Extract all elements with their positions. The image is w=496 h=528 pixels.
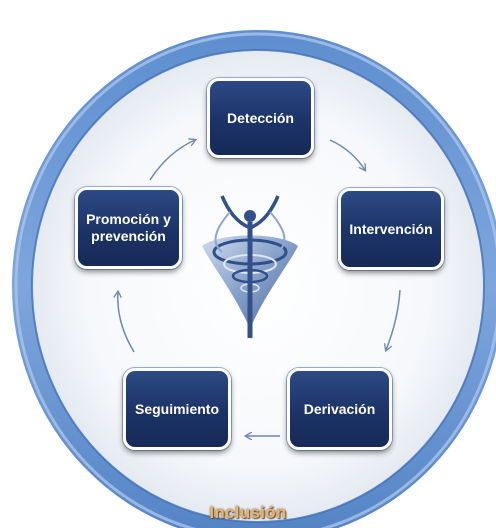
inclusion-label: Inclusión (209, 503, 287, 522)
step-promocion-prevencion: Promoción y prevención (75, 187, 182, 269)
step-derivacion: Derivación (287, 368, 392, 450)
caduceus-spiral-icon (202, 195, 298, 338)
step-derivacion-label: Derivación (303, 400, 376, 417)
inner-ring-edge (31, 49, 485, 523)
step-promocion-prevencion-label: Promoción y prevención (86, 211, 171, 244)
step-intervencion: Intervención (338, 188, 444, 270)
step-intervencion-label: Intervención (349, 220, 433, 237)
arrow-deteccion-intervencion (329, 139, 365, 170)
step-deteccion-label: Detección (227, 109, 294, 126)
step-seguimiento-label: Seguimiento (134, 400, 219, 417)
arrow-promocion-deteccion (149, 140, 195, 181)
outer-ring (12, 30, 496, 528)
arrow-seguimiento-promocion (118, 292, 135, 353)
step-seguimiento: Seguimiento (123, 368, 231, 450)
outer-ring-highlight (14, 32, 496, 528)
step-deteccion: Detección (207, 78, 314, 158)
arrow-intervencion-derivacion (386, 289, 401, 350)
